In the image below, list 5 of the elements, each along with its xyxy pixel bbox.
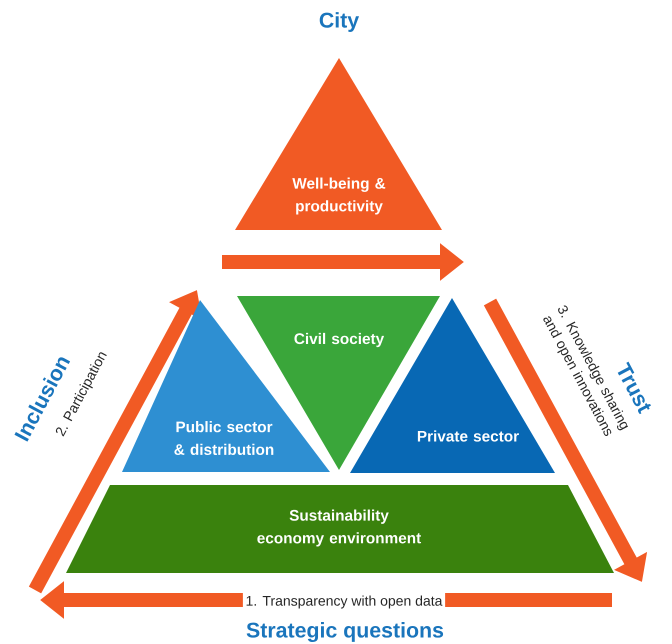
trapezoid-block: Sustainability economy environment [66,485,614,573]
heading-label: Strategic questions [246,622,444,642]
triangle-block: Well-being & productivity [235,58,442,230]
arrow-label: 1. Transparency with open data [242,592,446,612]
heading-label: City [320,12,360,32]
